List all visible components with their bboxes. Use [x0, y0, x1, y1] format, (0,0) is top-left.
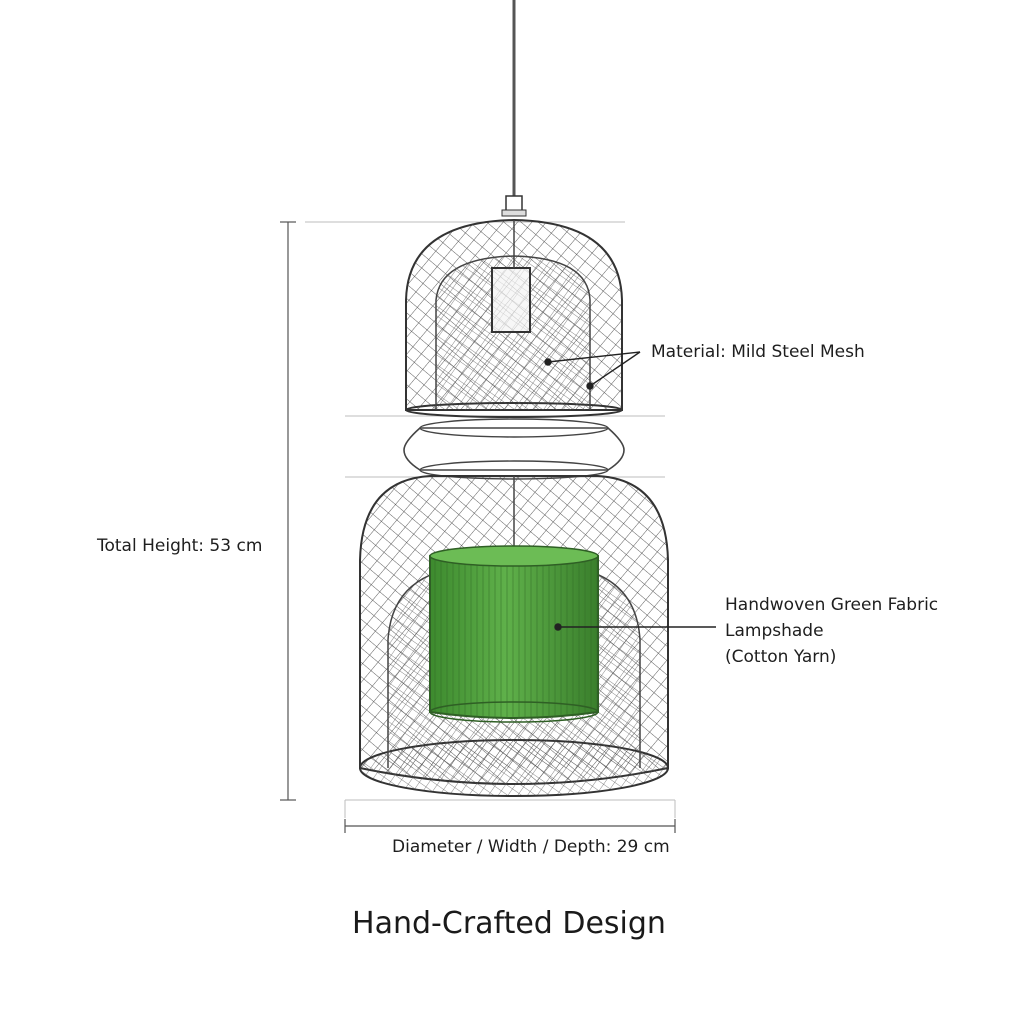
width-dimension [344, 819, 676, 833]
diameter-label: Diameter / Width / Depth: 29 cm [392, 837, 670, 857]
fabric-leader [554, 623, 716, 631]
design-title: Hand-Crafted Design [352, 906, 666, 941]
height-dimension [280, 221, 296, 801]
bulb-socket [491, 267, 531, 333]
total-height-label: Total Height: 53 cm [97, 536, 263, 556]
fabric-label-line2: Lampshade [725, 621, 824, 641]
collar-ring [403, 418, 625, 480]
material-leader [544, 351, 641, 390]
fabric-label-line1: Handwoven Green Fabric [725, 595, 939, 615]
fabric-label-line3: (Cotton Yarn) [725, 647, 837, 667]
cord-cap [501, 209, 527, 217]
green-fabric-lampshade [429, 545, 599, 723]
material-label: Material: Mild Steel Mesh [651, 342, 865, 362]
upper-mesh-dome [405, 218, 623, 418]
